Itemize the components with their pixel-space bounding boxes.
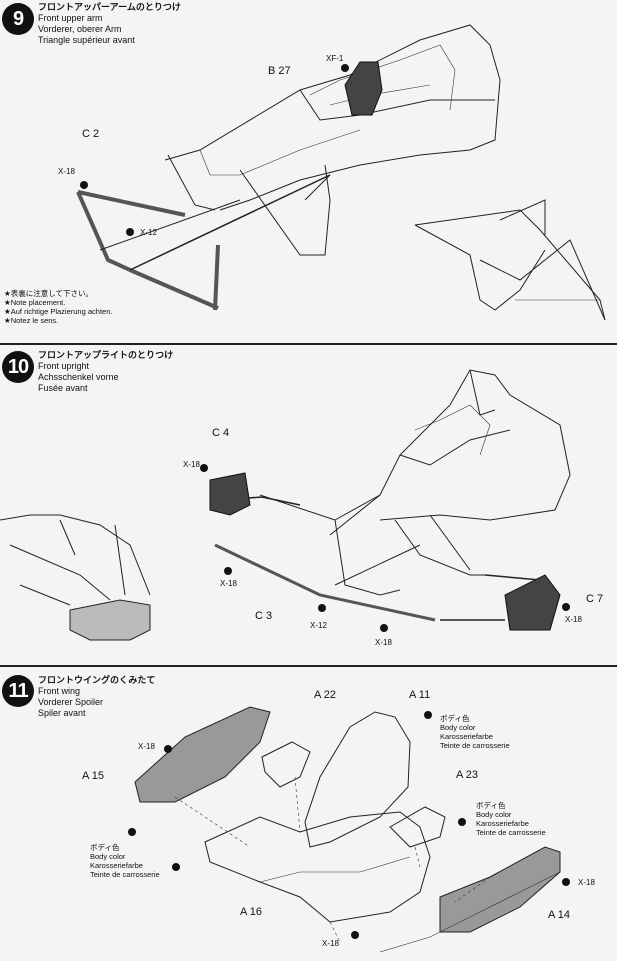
label-x18: X-18 [58, 167, 75, 176]
color-en: Body color [476, 810, 512, 819]
step-11-illustration [128, 706, 570, 953]
step-11-front-wing: 11 フロントウイングのくみたて Front wing Vorderer Spo… [0, 667, 617, 961]
color-fr: Teinte de carrosserie [476, 828, 546, 837]
label-c4: C 4 [212, 427, 230, 439]
body-color-note-a16: ボディ色 Body color Karosseriefarbe Teinte d… [90, 843, 160, 879]
label-xf1: XF-1 [326, 54, 344, 63]
step-10-illustration [0, 369, 571, 641]
label-x18-lower-left: X-18 [220, 579, 237, 588]
title-en: Front wing [38, 686, 81, 696]
label-x18-right: X-18 [578, 878, 595, 887]
note-de: ★Auf richtige Plazierung achten. [4, 307, 113, 316]
step-9-illustration [76, 24, 606, 321]
title-en: Front upright [38, 361, 90, 371]
label-x18-right: X-18 [565, 615, 582, 624]
title-en: Front upper arm [38, 13, 103, 23]
color-jp: ボディ色 [90, 843, 120, 852]
color-fr: Teinte de carrosserie [440, 741, 510, 750]
body-color-note-a23: ボディ色 Body color Karosseriefarbe Teinte d… [476, 801, 546, 837]
step-number: 9 [2, 3, 34, 35]
title-jp: フロントアッパーアームのとりつけ [38, 2, 181, 12]
label-x18-left: X-18 [138, 742, 155, 751]
label-b27: B 27 [268, 65, 291, 77]
label-c2: C 2 [82, 128, 100, 140]
note-jp: ★表裏に注意して下さい。 [4, 289, 93, 298]
step-titles: フロントウイングのくみたて Front wing Vorderer Spoile… [38, 675, 155, 719]
step-number: 11 [2, 675, 34, 707]
note-fr: ★Notez le sens. [4, 316, 59, 325]
color-fr: Teinte de carrosserie [90, 870, 160, 879]
label-c3: C 3 [255, 610, 273, 622]
label-c7: C 7 [586, 593, 604, 605]
label-x18-upright-left: X-18 [183, 460, 200, 469]
color-en: Body color [90, 852, 126, 861]
label-x18-lower-mid: X-18 [375, 638, 392, 647]
section-divider [0, 665, 617, 667]
title-jp: フロントアップライトのとりつけ [38, 350, 174, 360]
title-fr: Spiler avant [38, 708, 86, 718]
title-fr: Triangle supérieur avant [38, 35, 135, 45]
label-a14: A 14 [548, 909, 571, 921]
body-color-note-a11: ボディ色 Body color Karosseriefarbe Teinte d… [440, 714, 510, 750]
step-titles: フロントアップライトのとりつけ Front upright Achsschenk… [38, 350, 173, 394]
title-fr: Fusée avant [38, 383, 88, 393]
label-x18-bottom: X-18 [322, 939, 339, 948]
note-en: ★Note placement. [4, 298, 66, 307]
label-a16: A 16 [240, 906, 263, 918]
step-9-front-upper-arm: 9 フロントアッパーアームのとりつけ Front upper arm Vorde… [0, 0, 617, 345]
color-de: Karosseriefarbe [440, 732, 493, 741]
color-de: Karosseriefarbe [90, 861, 143, 870]
label-x12: X-12 [140, 228, 157, 237]
label-a11: A 11 [409, 689, 431, 701]
title-de: Achsschenkel vorne [38, 372, 119, 382]
label-a22: A 22 [314, 689, 337, 701]
step-10-front-upright: 10 フロントアップライトのとりつけ Front upright Achssch… [0, 345, 617, 667]
color-jp: ボディ色 [476, 801, 506, 810]
step-titles: フロントアッパーアームのとりつけ Front upper arm Vordere… [38, 2, 181, 46]
placement-note: ★表裏に注意して下さい。 ★Note placement. ★Auf richt… [4, 289, 112, 325]
title-jp: フロントウイングのくみたて [38, 675, 156, 685]
label-a15: A 15 [82, 770, 105, 782]
color-en: Body color [440, 723, 476, 732]
color-jp: ボディ色 [440, 714, 470, 723]
step-number: 10 [2, 351, 34, 383]
title-de: Vorderer, oberer Arm [38, 24, 122, 34]
color-de: Karosseriefarbe [476, 819, 529, 828]
label-a23: A 23 [456, 769, 479, 781]
label-x12: X-12 [310, 621, 327, 630]
section-divider [0, 343, 617, 345]
title-de: Vorderer Spoiler [38, 697, 104, 707]
